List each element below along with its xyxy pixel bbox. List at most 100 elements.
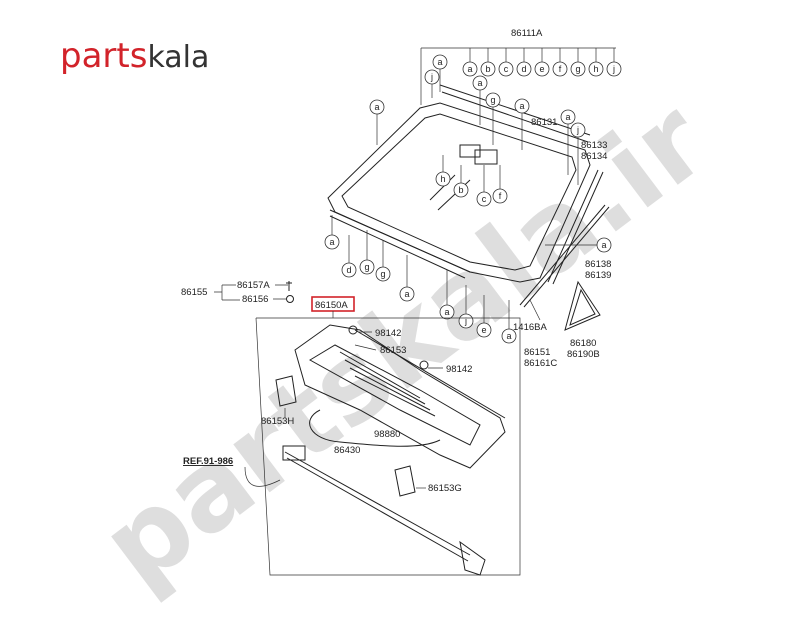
label-86153: 86153 xyxy=(380,345,406,356)
callout-j3: j xyxy=(458,313,474,329)
logo-parts: parts xyxy=(60,36,147,76)
svg-text:h: h xyxy=(440,174,445,184)
windshield-inner xyxy=(341,113,577,271)
svg-text:a: a xyxy=(404,289,409,299)
circle-c: c xyxy=(498,61,514,77)
callout-a5: a xyxy=(560,109,576,125)
leader-ticks xyxy=(469,48,615,62)
svg-text:a: a xyxy=(565,112,570,122)
quarter-glass-inner xyxy=(569,288,596,326)
mirror-mount xyxy=(459,144,481,158)
label-86156: 86156 xyxy=(242,294,268,305)
svg-text:e: e xyxy=(539,64,544,74)
cowl-inner xyxy=(309,344,481,446)
svg-text:c: c xyxy=(482,194,487,204)
svg-text:a: a xyxy=(374,102,379,112)
label-86430: 86430 xyxy=(334,445,360,456)
cowl-panel xyxy=(294,324,506,469)
circle-f: f xyxy=(552,61,568,77)
callout-g2: g xyxy=(359,259,375,275)
label-86157A: 86157A xyxy=(237,280,270,291)
callout-e: e xyxy=(476,322,492,338)
svg-text:h: h xyxy=(593,64,598,74)
callout-j1: j xyxy=(424,69,440,85)
svg-text:a: a xyxy=(506,331,511,341)
callout-f: f xyxy=(492,188,508,204)
svg-text:j: j xyxy=(430,72,433,82)
svg-text:j: j xyxy=(464,316,467,326)
label-98142b: 98142 xyxy=(446,364,472,375)
circle-j: j xyxy=(606,61,622,77)
callout-a1: a xyxy=(432,54,448,70)
circle-g: g xyxy=(570,61,586,77)
circle-b: b xyxy=(480,61,496,77)
assembly-frame xyxy=(255,311,521,576)
svg-text:g: g xyxy=(490,95,495,105)
svg-text:g: g xyxy=(364,262,369,272)
svg-text:j: j xyxy=(612,64,615,74)
callout-d: d xyxy=(341,262,357,278)
watermark: partskala.ir xyxy=(79,76,730,611)
svg-text:b: b xyxy=(458,185,463,195)
side-moulding-2 xyxy=(519,204,610,308)
callout-a4: a xyxy=(514,98,530,114)
svg-text:a: a xyxy=(444,307,449,317)
grommet-86156 xyxy=(286,295,294,303)
callout-h: h xyxy=(435,171,451,187)
hose-98880 xyxy=(309,409,441,447)
label-86155: 86155 xyxy=(181,287,207,298)
label-86134: 86134 xyxy=(581,151,607,162)
leader-86155 xyxy=(214,284,288,301)
circle-a: a xyxy=(462,61,478,77)
svg-text:a: a xyxy=(329,237,334,247)
svg-text:a: a xyxy=(519,101,524,111)
svg-text:j: j xyxy=(576,125,579,135)
label-86133: 86133 xyxy=(581,140,607,151)
callout-a3: a xyxy=(472,75,488,91)
svg-text:f: f xyxy=(559,64,562,74)
svg-text:a: a xyxy=(467,64,472,74)
callout-a10: a xyxy=(501,328,517,344)
svg-text:b: b xyxy=(485,64,490,74)
top-moulding xyxy=(439,84,591,143)
callout-a2: a xyxy=(369,99,385,115)
label-86111A: 86111A xyxy=(511,28,543,39)
leaders-cowl xyxy=(354,331,443,369)
quarter-glass xyxy=(564,280,601,331)
label-86138: 86138 xyxy=(585,259,611,270)
svg-text:d: d xyxy=(521,64,526,74)
svg-text:f: f xyxy=(499,191,502,201)
svg-text:a: a xyxy=(437,57,442,67)
letter-row: a b c d e f g h j xyxy=(462,61,622,77)
cowl-grille xyxy=(339,351,436,417)
svg-text:a: a xyxy=(601,240,606,250)
callout-a9: a xyxy=(596,237,612,253)
seal-end-left xyxy=(282,445,306,461)
piece-86153G xyxy=(394,465,416,497)
windshield-callouts: j a a a g a j a h b c f a d g g a a a j … xyxy=(324,54,612,344)
label-86150A: 86150A xyxy=(315,300,348,311)
svg-text:a: a xyxy=(477,78,482,88)
label-86180: 86180 xyxy=(570,338,596,349)
nozzle-98142b xyxy=(419,360,429,370)
seal-86430 xyxy=(284,451,471,562)
ref-leader xyxy=(244,466,281,487)
label-86131: 86131 xyxy=(531,117,557,128)
side-moulding xyxy=(547,169,604,285)
svg-text:g: g xyxy=(575,64,580,74)
svg-text:g: g xyxy=(380,269,385,279)
callout-g3: g xyxy=(375,266,391,282)
callout-j2: j xyxy=(570,122,586,138)
seal-end-right xyxy=(459,540,486,576)
nozzle-98142a xyxy=(348,325,358,335)
callout-c: c xyxy=(476,191,492,207)
callout-leaders xyxy=(331,69,597,329)
label-98142a: 98142 xyxy=(375,328,401,339)
label-86190B: 86190B xyxy=(567,349,600,360)
label-86153H: 86153H xyxy=(261,416,294,427)
lower-strip xyxy=(329,209,471,279)
callout-g1: g xyxy=(485,92,501,108)
glass-reflection xyxy=(429,174,456,201)
piece-86153H xyxy=(275,375,297,407)
